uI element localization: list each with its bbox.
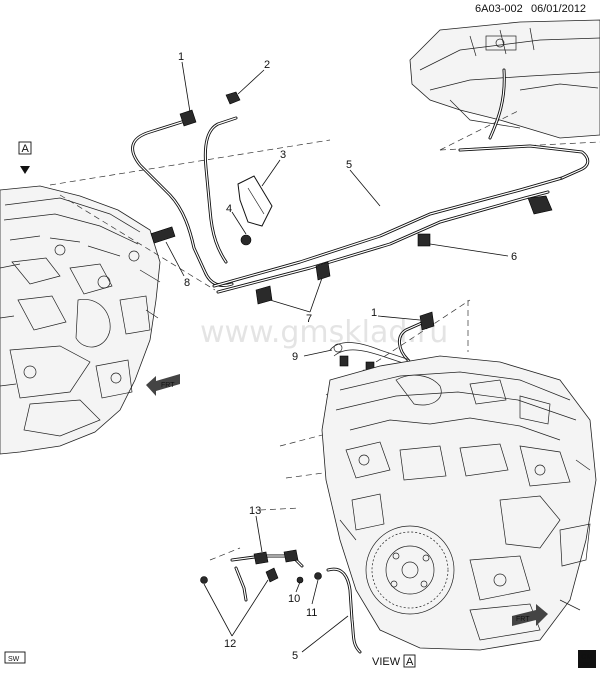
- callout-10: 10: [288, 593, 300, 605]
- svg-text:FRT: FRT: [161, 382, 175, 389]
- callout-5: 5: [346, 159, 352, 171]
- bracket-7b: [255, 285, 273, 305]
- callout-7: 7: [306, 313, 312, 325]
- diagram-date: 06/01/2012: [531, 3, 586, 15]
- connector-6b: [527, 195, 553, 215]
- frt-arrow-left: FRT: [146, 374, 180, 396]
- callout-8: 8: [184, 277, 190, 289]
- left-engine-illustration: [0, 185, 161, 455]
- fuel-pipe-5-main: [212, 144, 590, 294]
- callout-2: 2: [264, 59, 270, 71]
- svg-text:GMS: GMS: [579, 662, 591, 668]
- fuel-pipe-tank-riser: [488, 68, 506, 140]
- callout-13: 13: [249, 505, 261, 517]
- sensor-8: [150, 226, 176, 244]
- right-engine-illustration: [321, 355, 597, 651]
- callout-9: 9: [292, 351, 298, 363]
- pipe-assembly-13: [200, 549, 322, 602]
- svg-text:A: A: [406, 656, 414, 668]
- callout-leaders: [165, 61, 509, 653]
- gm-badge: GM GMS: [578, 650, 596, 668]
- grommet-4: [240, 234, 252, 246]
- svg-text:GM: GM: [581, 654, 592, 661]
- fitting-1a: [179, 109, 197, 127]
- callout-1-lower: 1: [371, 307, 377, 319]
- hose-3: [237, 175, 273, 227]
- fuel-pipe-2-upper: [203, 116, 238, 264]
- callout-5-lower: 5: [292, 650, 298, 662]
- svg-text:A: A: [22, 143, 30, 155]
- callout-12: 12: [224, 638, 236, 650]
- svg-text:VIEW: VIEW: [372, 656, 401, 668]
- svg-text:SW: SW: [8, 656, 20, 663]
- view-a-label: VIEW A: [372, 654, 416, 668]
- callout-4: 4: [226, 203, 232, 215]
- view-a-marker: A: [18, 141, 32, 174]
- watermark: www.gmsklad.ru: [200, 315, 448, 350]
- parts-small: [150, 91, 553, 331]
- diagram-code: 6A03-002: [475, 3, 523, 15]
- sw-badge: SW: [4, 651, 26, 664]
- fitting-1b: [419, 311, 435, 331]
- fuel-pipe-5-lower: [326, 567, 362, 654]
- callout-labels: 1 2 3 4 5 6 7 8 1 9 13 10 11 12 5: [178, 51, 517, 662]
- callout-3: 3: [280, 149, 286, 161]
- callout-11: 11: [306, 607, 317, 619]
- connector-6a: [417, 233, 431, 247]
- fuel-pipe-1-upper: [131, 118, 234, 287]
- clip-2: [225, 91, 241, 105]
- callout-1: 1: [178, 51, 184, 63]
- svg-text:FRT: FRT: [516, 616, 530, 623]
- frt-arrow-right: FRT: [512, 604, 548, 626]
- callout-6: 6: [511, 251, 517, 263]
- bracket-7a: [315, 261, 331, 281]
